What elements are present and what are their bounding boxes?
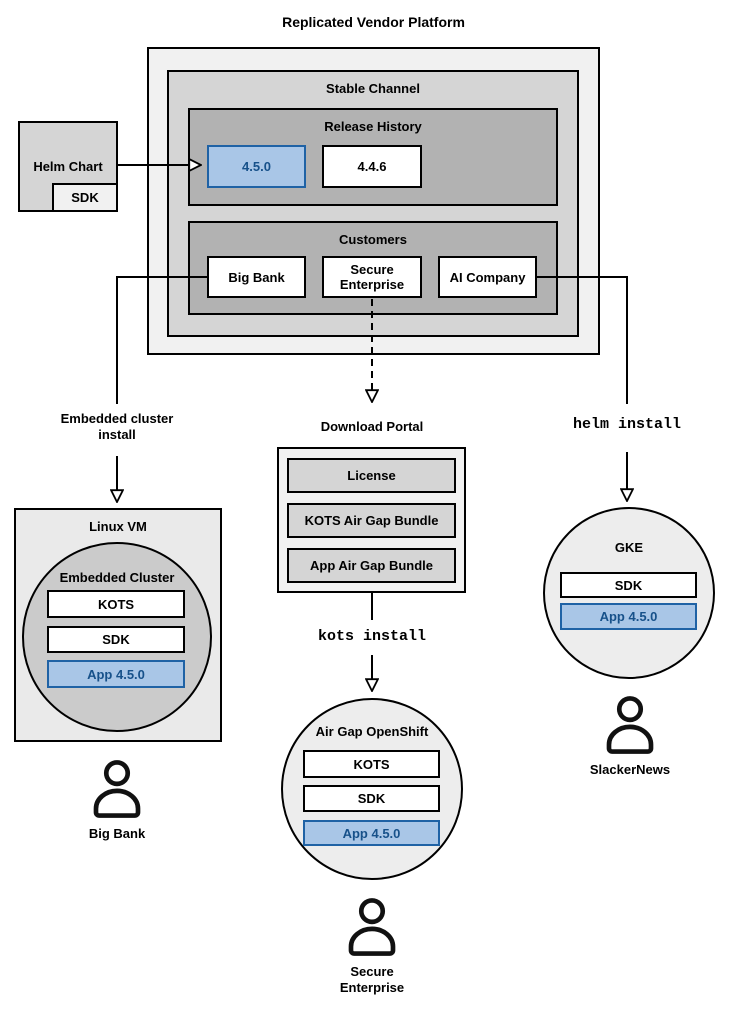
openshift-app-box: App 4.5.0 — [303, 820, 440, 846]
embedded-cluster-install-label: Embedded cluster install — [60, 411, 174, 442]
airgap-openshift-circle: Air Gap OpenShift KOTS SDK App 4.5.0 — [281, 698, 463, 880]
person-icon — [93, 760, 141, 818]
kots-airgap-bundle-box: KOTS Air Gap Bundle — [287, 503, 456, 538]
customers-label: Customers — [339, 232, 407, 247]
airgap-openshift-label: Air Gap OpenShift — [315, 724, 429, 739]
download-portal-label: Download Portal — [320, 419, 424, 434]
gke-label: GKE — [614, 540, 644, 555]
app-airgap-bundle-box: App Air Gap Bundle — [287, 548, 456, 583]
embedded-kots-box: KOTS — [47, 590, 185, 618]
release-history-box: Release History 4.5.0 4.4.6 — [188, 108, 558, 206]
stable-channel-label: Stable Channel — [326, 81, 420, 96]
openshift-sdk-box: SDK — [303, 785, 440, 812]
kots-install-label: kots install — [317, 628, 427, 645]
download-portal-box: License KOTS Air Gap Bundle App Air Gap … — [277, 447, 466, 593]
license-box: License — [287, 458, 456, 493]
big-bank-persona-label: Big Bank — [88, 826, 146, 841]
customer-secure-enterprise-box: Secure Enterprise — [322, 256, 422, 298]
customers-box: Customers Big Bank Secure Enterprise AI … — [188, 221, 558, 315]
release-4-5-0-box: 4.5.0 — [207, 145, 306, 188]
person-icon — [606, 696, 654, 754]
linux-vm-box: Linux VM Embedded Cluster KOTS SDK App 4… — [14, 508, 222, 742]
openshift-kots-box: KOTS — [303, 750, 440, 778]
vendor-platform-box: Stable Channel Release History 4.5.0 4.4… — [147, 47, 600, 355]
helm-install-label: helm install — [572, 416, 682, 433]
linux-vm-label: Linux VM — [89, 519, 147, 534]
release-4-4-6-box: 4.4.6 — [322, 145, 422, 188]
slackernews-persona: SlackerNews — [560, 694, 700, 778]
gke-app-box: App 4.5.0 — [560, 603, 697, 630]
helm-chart-sdk-box: SDK — [52, 183, 118, 212]
release-history-label: Release History — [324, 119, 422, 134]
gke-sdk-box: SDK — [560, 572, 697, 598]
diagram-title: Replicated Vendor Platform — [282, 14, 465, 30]
secure-enterprise-persona: Secure Enterprise — [312, 896, 432, 996]
embedded-app-box: App 4.5.0 — [47, 660, 185, 688]
big-bank-persona: Big Bank — [57, 758, 177, 842]
helm-chart-box: Helm Chart SDK — [18, 121, 118, 212]
customer-big-bank-box: Big Bank — [207, 256, 306, 298]
slackernews-persona-label: SlackerNews — [589, 762, 671, 777]
helm-chart-label: Helm Chart — [33, 159, 103, 174]
embedded-sdk-box: SDK — [47, 626, 185, 653]
gke-circle: GKE SDK App 4.5.0 — [543, 507, 715, 679]
person-icon — [348, 898, 396, 956]
embedded-cluster-label: Embedded Cluster — [59, 570, 175, 585]
customer-ai-company-box: AI Company — [438, 256, 537, 298]
stable-channel-box: Stable Channel Release History 4.5.0 4.4… — [167, 70, 579, 337]
embedded-cluster-circle: Embedded Cluster KOTS SDK App 4.5.0 — [22, 542, 212, 732]
secure-enterprise-persona-label: Secure Enterprise — [339, 964, 405, 995]
